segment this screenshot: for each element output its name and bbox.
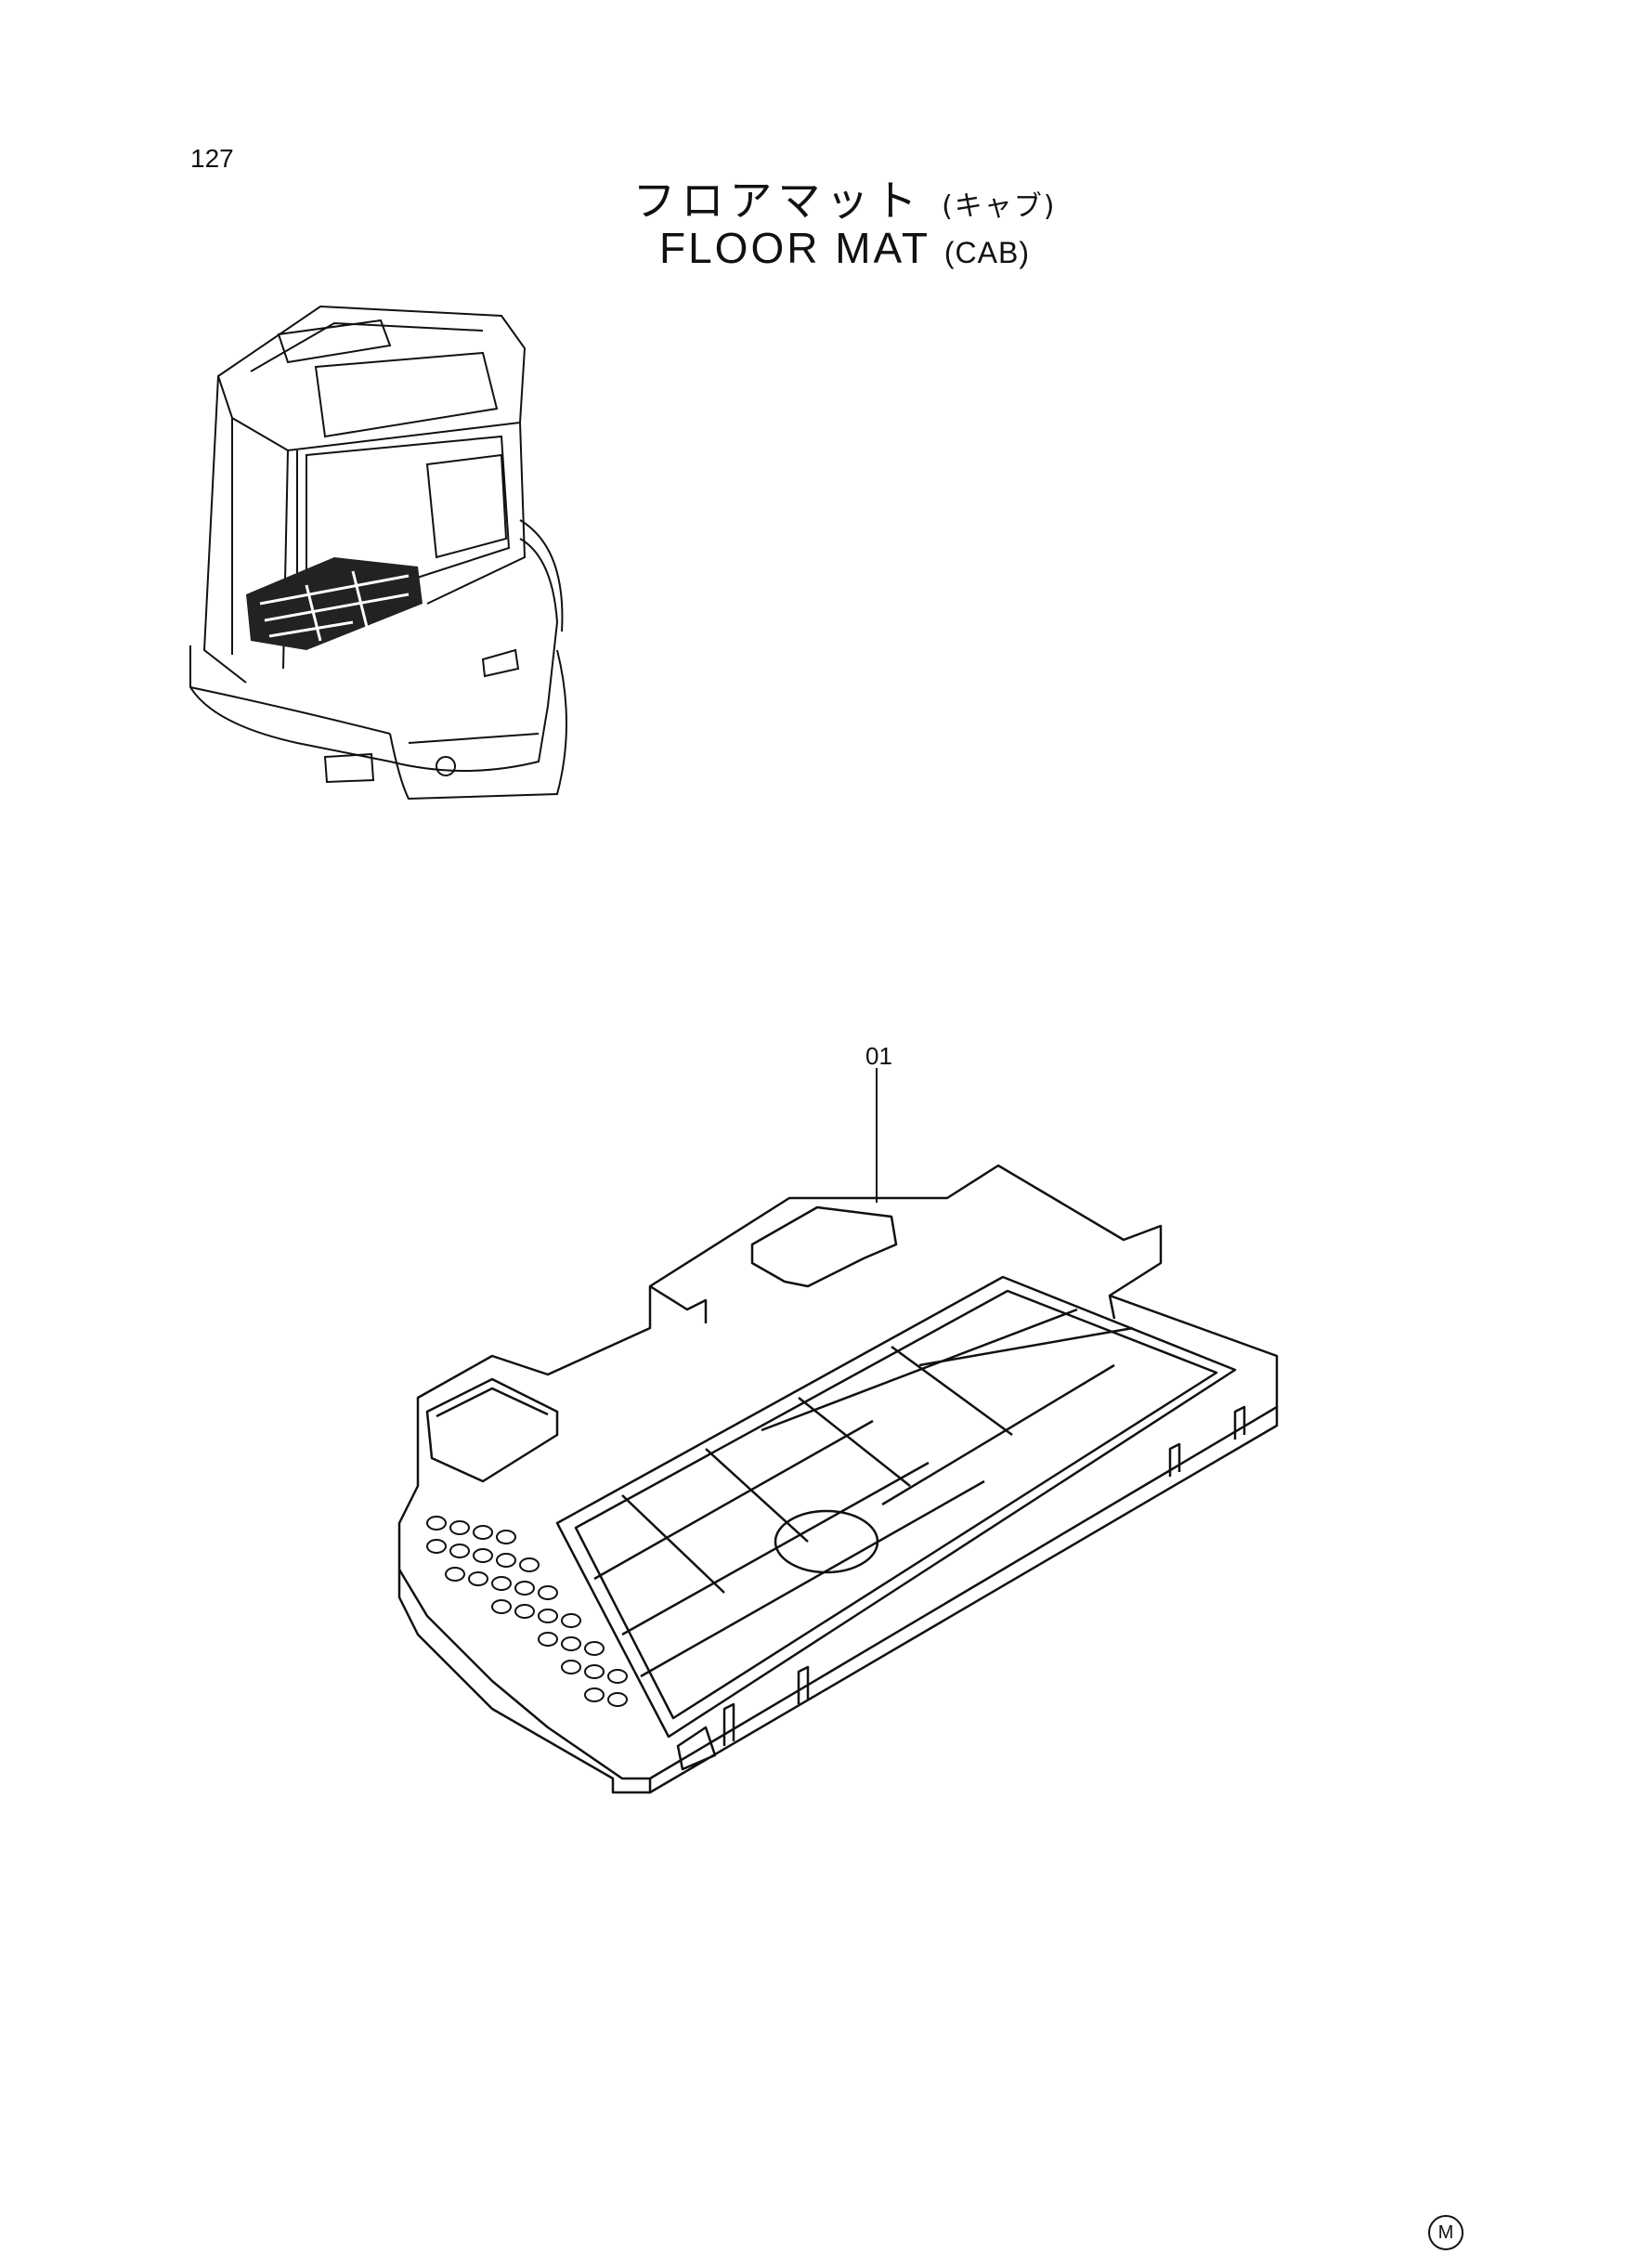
page-number: 127: [190, 144, 234, 173]
floor-mat-dimples: [426, 1516, 628, 1707]
title-english: FLOOR MAT (CAB): [0, 223, 1652, 273]
part-label-01: 01: [865, 1042, 892, 1070]
cab-floor-mat-highlight: [246, 557, 423, 650]
manufacturer-mark: M: [1428, 2215, 1463, 2250]
floor-mat-drawing: [397, 1164, 1279, 1794]
title-japanese-main: フロアマット: [632, 176, 923, 226]
title-japanese: フロアマット (キャブ): [0, 167, 1652, 228]
cab-outline: [189, 305, 567, 801]
title-english-main: FLOOR MAT: [659, 224, 930, 272]
title-japanese-sub: (キャブ): [942, 190, 1057, 223]
title-english-sub: (CAB): [943, 236, 1030, 269]
